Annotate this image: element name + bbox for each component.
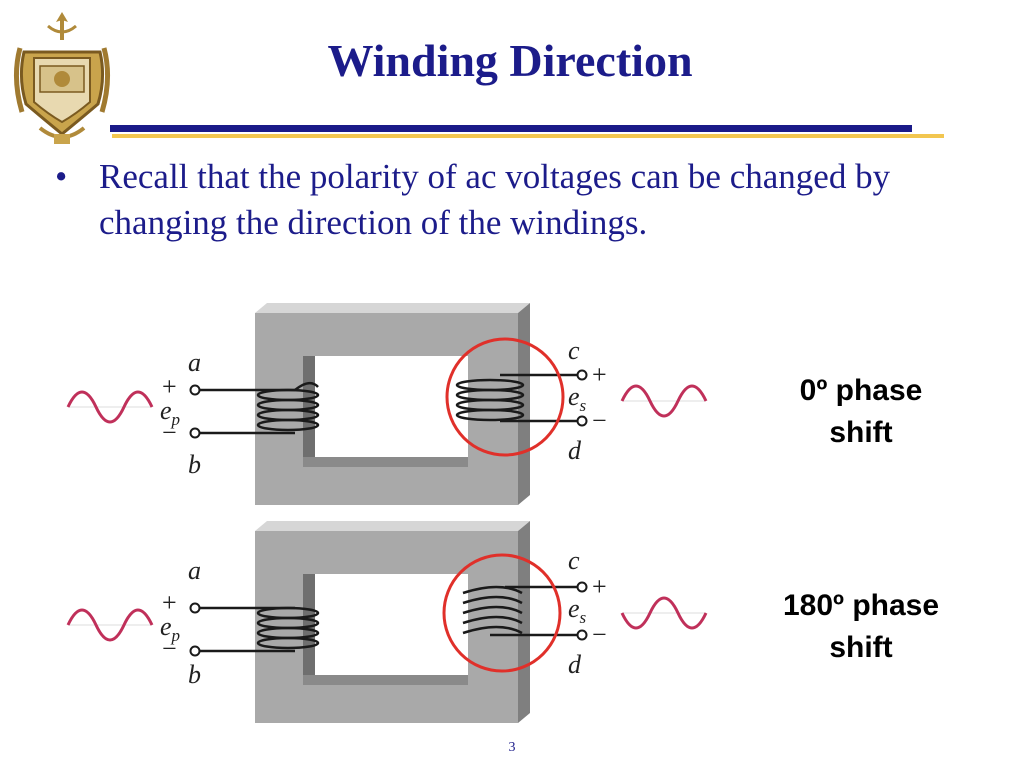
terminal-c-icon — [576, 369, 588, 381]
transformer-diagram: a + ep − b c + es − d — [66, 303, 708, 723]
highlight-circle — [445, 337, 565, 457]
label-minus: − — [592, 406, 607, 435]
terminal-a-icon — [189, 384, 201, 396]
terminal-a-icon — [189, 602, 201, 614]
caption-line: 0º phase — [799, 374, 923, 407]
terminal-b-icon — [189, 427, 201, 439]
label-c: c — [568, 336, 580, 365]
label-ep: ep — [160, 612, 180, 645]
sine-wave-icon — [620, 384, 708, 418]
terminal-c-icon — [576, 581, 588, 593]
label-a: a — [188, 348, 201, 377]
sine-wave-icon — [66, 390, 154, 424]
label-es: es — [568, 382, 587, 415]
label-plus: + — [592, 360, 607, 389]
label-b: b — [188, 660, 201, 689]
label-d: d — [568, 650, 582, 679]
label-a: a — [188, 556, 201, 585]
transformer-top: a + ep − b c + es − d — [66, 303, 708, 505]
label-minus: − — [592, 620, 607, 649]
label-plus: + — [592, 572, 607, 601]
terminal-b-icon — [189, 645, 201, 657]
caption-zero-phase: 0º phase shift — [751, 370, 971, 454]
terminal-d-icon — [576, 629, 588, 641]
bullet-dot: • — [55, 157, 68, 196]
label-es: es — [568, 594, 587, 627]
label-minus: − — [162, 634, 177, 663]
terminal-d-icon — [576, 415, 588, 427]
label-ep: ep — [160, 396, 180, 429]
caption-line: 180º phase — [782, 589, 940, 622]
sine-wave-icon — [66, 608, 154, 642]
caption-line: shift — [829, 631, 893, 664]
crest-emblem — [13, 12, 111, 144]
title-underline-gold — [112, 134, 944, 138]
label-minus: − — [162, 418, 177, 447]
title-underline-navy — [110, 125, 912, 132]
label-plus: + — [162, 588, 177, 617]
bullet-text: Recall that the polarity of ac voltages … — [99, 157, 891, 242]
label-plus: + — [162, 372, 177, 401]
caption-180-phase: 180º phase shift — [751, 585, 971, 669]
label-b: b — [188, 450, 201, 479]
transformer-bottom: a + ep − b c + es − d — [66, 521, 708, 723]
sine-wave-icon — [620, 596, 708, 630]
slide-title: Winding Direction — [327, 35, 693, 86]
highlight-circle — [442, 553, 562, 673]
page-number: 3 — [508, 740, 516, 755]
label-d: d — [568, 436, 582, 465]
label-c: c — [568, 546, 580, 575]
caption-line: shift — [829, 416, 893, 449]
